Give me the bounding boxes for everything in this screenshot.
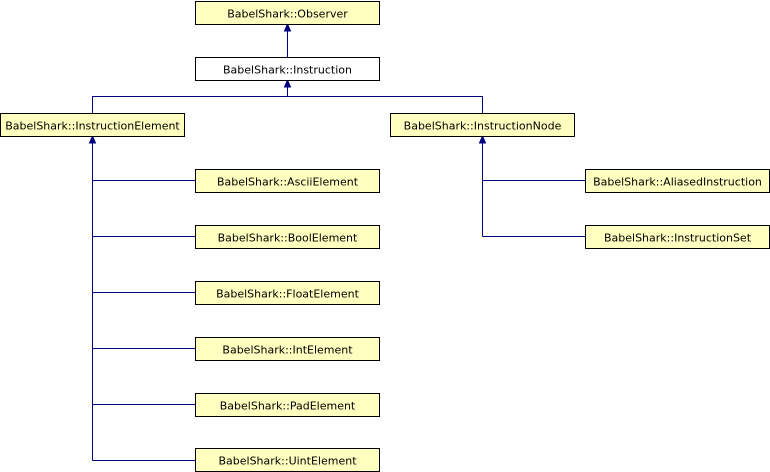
node-ascii-element-label: BabelShark::AsciiElement	[217, 176, 359, 189]
node-int-element-label: BabelShark::IntElement	[222, 344, 353, 357]
node-float-element[interactable]: BabelShark::FloatElement	[195, 281, 380, 305]
node-pad-element-label: BabelShark::PadElement	[220, 400, 356, 413]
node-bool-element[interactable]: BabelShark::BoolElement	[195, 225, 380, 249]
node-observer-label: BabelShark::Observer	[227, 8, 348, 21]
arrowhead-instruction-node	[478, 134, 487, 144]
node-instruction-element-box	[0, 113, 185, 137]
node-pad-element-box	[195, 393, 380, 417]
node-instruction-element-label: BabelShark::InstructionElement	[5, 120, 180, 133]
node-instruction-node-box	[390, 113, 575, 137]
node-observer[interactable]: BabelShark::Observer	[195, 1, 380, 25]
edge-instruction-node-to-instruction	[287, 96, 483, 113]
node-observer-box	[195, 1, 380, 25]
node-int-element-box	[195, 337, 380, 361]
node-instruction-box	[195, 57, 380, 81]
node-uint-element[interactable]: BabelShark::UintElement	[195, 448, 380, 472]
node-instruction-node[interactable]: BabelShark::InstructionNode	[390, 113, 575, 137]
node-aliased-instruction[interactable]: BabelShark::AliasedInstruction	[585, 169, 770, 193]
node-int-element[interactable]: BabelShark::IntElement	[195, 337, 380, 361]
arrowhead-observer	[283, 22, 292, 32]
node-pad-element[interactable]: BabelShark::PadElement	[195, 393, 380, 417]
node-instruction-node-label: BabelShark::InstructionNode	[404, 120, 562, 133]
node-aliased-instruction-label: BabelShark::AliasedInstruction	[593, 176, 762, 189]
node-instruction-set-label: BabelShark::InstructionSet	[604, 232, 752, 245]
edge-instruction-element-to-instruction	[92, 84, 288, 113]
node-bool-element-label: BabelShark::BoolElement	[218, 232, 358, 245]
arrowhead-instruction	[283, 78, 292, 88]
arrowhead-instruction-element	[88, 134, 97, 144]
node-bool-element-box	[195, 225, 380, 249]
node-instruction-set[interactable]: BabelShark::InstructionSet	[585, 225, 770, 249]
node-ascii-element[interactable]: BabelShark::AsciiElement	[195, 169, 380, 193]
node-instruction[interactable]: BabelShark::Instruction	[195, 57, 380, 81]
node-instruction-label: BabelShark::Instruction	[223, 64, 352, 77]
node-float-element-label: BabelShark::FloatElement	[216, 288, 359, 301]
node-uint-element-label: BabelShark::UintElement	[218, 455, 357, 468]
node-instruction-element[interactable]: BabelShark::InstructionElement	[0, 113, 185, 137]
node-float-element-box	[195, 281, 380, 305]
edges	[88, 22, 585, 461]
node-ascii-element-box	[195, 169, 380, 193]
